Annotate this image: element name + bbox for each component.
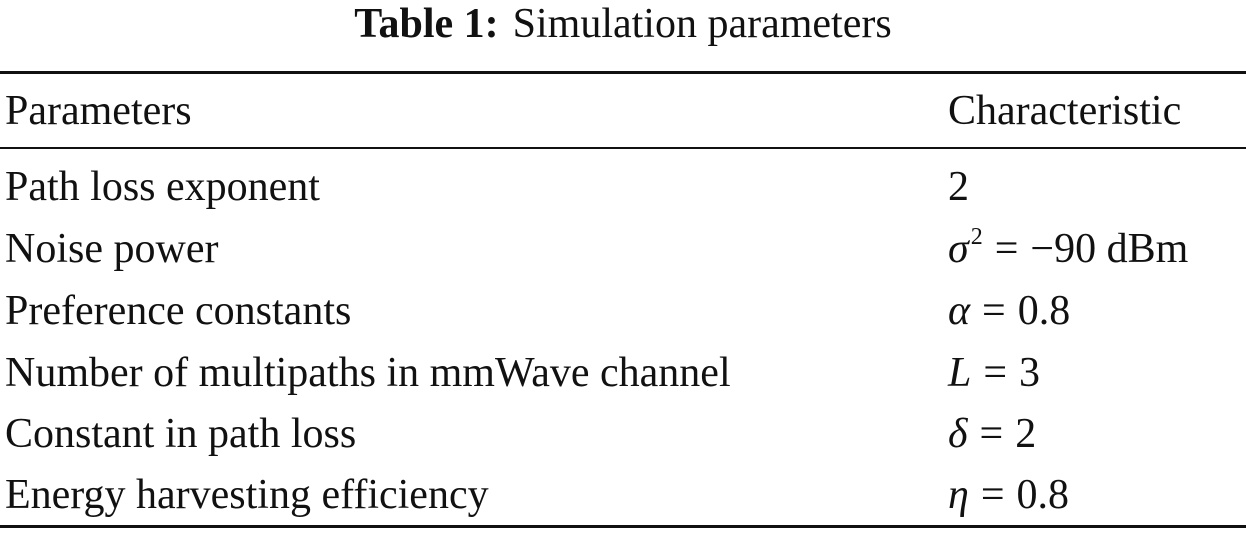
value-operator: = xyxy=(983,350,1008,396)
table-row: Number of multipaths in mmWave channel L… xyxy=(0,344,1246,402)
value-operator: = xyxy=(979,411,1004,457)
value-operator: = xyxy=(994,226,1019,272)
table-row: Noise power σ2 =−90 dBm xyxy=(0,220,1246,278)
value-symbol: δ xyxy=(948,411,968,457)
row-value: α=0.8 xyxy=(948,282,1070,340)
row-value: 2 xyxy=(948,164,969,210)
value-rhs: 0.8 xyxy=(1017,288,1071,334)
table-row: Energy harvesting efficiency η=0.8 xyxy=(0,466,1246,524)
table-caption: Table 1: Simulation parameters xyxy=(0,0,1246,48)
bottom-rule xyxy=(0,525,1246,528)
row-parameter: Path loss exponent xyxy=(5,164,320,210)
value-symbol: L xyxy=(948,350,972,396)
header-rule xyxy=(0,147,1246,149)
value-superscript: 2 xyxy=(970,224,983,250)
row-value: η=0.8 xyxy=(948,466,1069,524)
table-row: Path loss exponent 2 xyxy=(0,158,1246,216)
caption-title: Simulation parameters xyxy=(512,1,892,47)
value-operator: = xyxy=(980,472,1005,518)
header-parameters: Parameters xyxy=(5,88,192,134)
row-value: L=3 xyxy=(948,344,1040,402)
row-parameter: Preference constants xyxy=(5,288,352,334)
value-rhs: 3 xyxy=(1019,350,1041,396)
row-parameter: Constant in path loss xyxy=(5,411,357,457)
table-row: Constant in path loss δ=2 xyxy=(0,405,1246,463)
caption-label: Table 1: xyxy=(354,1,499,47)
row-value: δ=2 xyxy=(948,405,1036,463)
row-value: σ2 =−90 dBm xyxy=(948,220,1188,278)
top-rule xyxy=(0,71,1246,74)
table-header-row: Parameters Characteristic xyxy=(0,82,1246,140)
header-characteristic: Characteristic xyxy=(948,88,1182,134)
table-row: Preference constants α=0.8 xyxy=(0,282,1246,340)
value-rhs: 0.8 xyxy=(1016,472,1070,518)
row-parameter: Noise power xyxy=(5,226,219,272)
value-rhs: −90 dBm xyxy=(1030,226,1189,272)
row-parameter: Number of multipaths in mmWave channel xyxy=(5,350,731,396)
value-operator: = xyxy=(982,288,1006,334)
value-symbol: η xyxy=(948,472,969,518)
row-parameter: Energy harvesting efficiency xyxy=(5,472,489,518)
value-rhs: 2 xyxy=(1015,411,1037,457)
value-symbol: α xyxy=(948,288,971,334)
value-symbol: σ xyxy=(948,226,969,272)
